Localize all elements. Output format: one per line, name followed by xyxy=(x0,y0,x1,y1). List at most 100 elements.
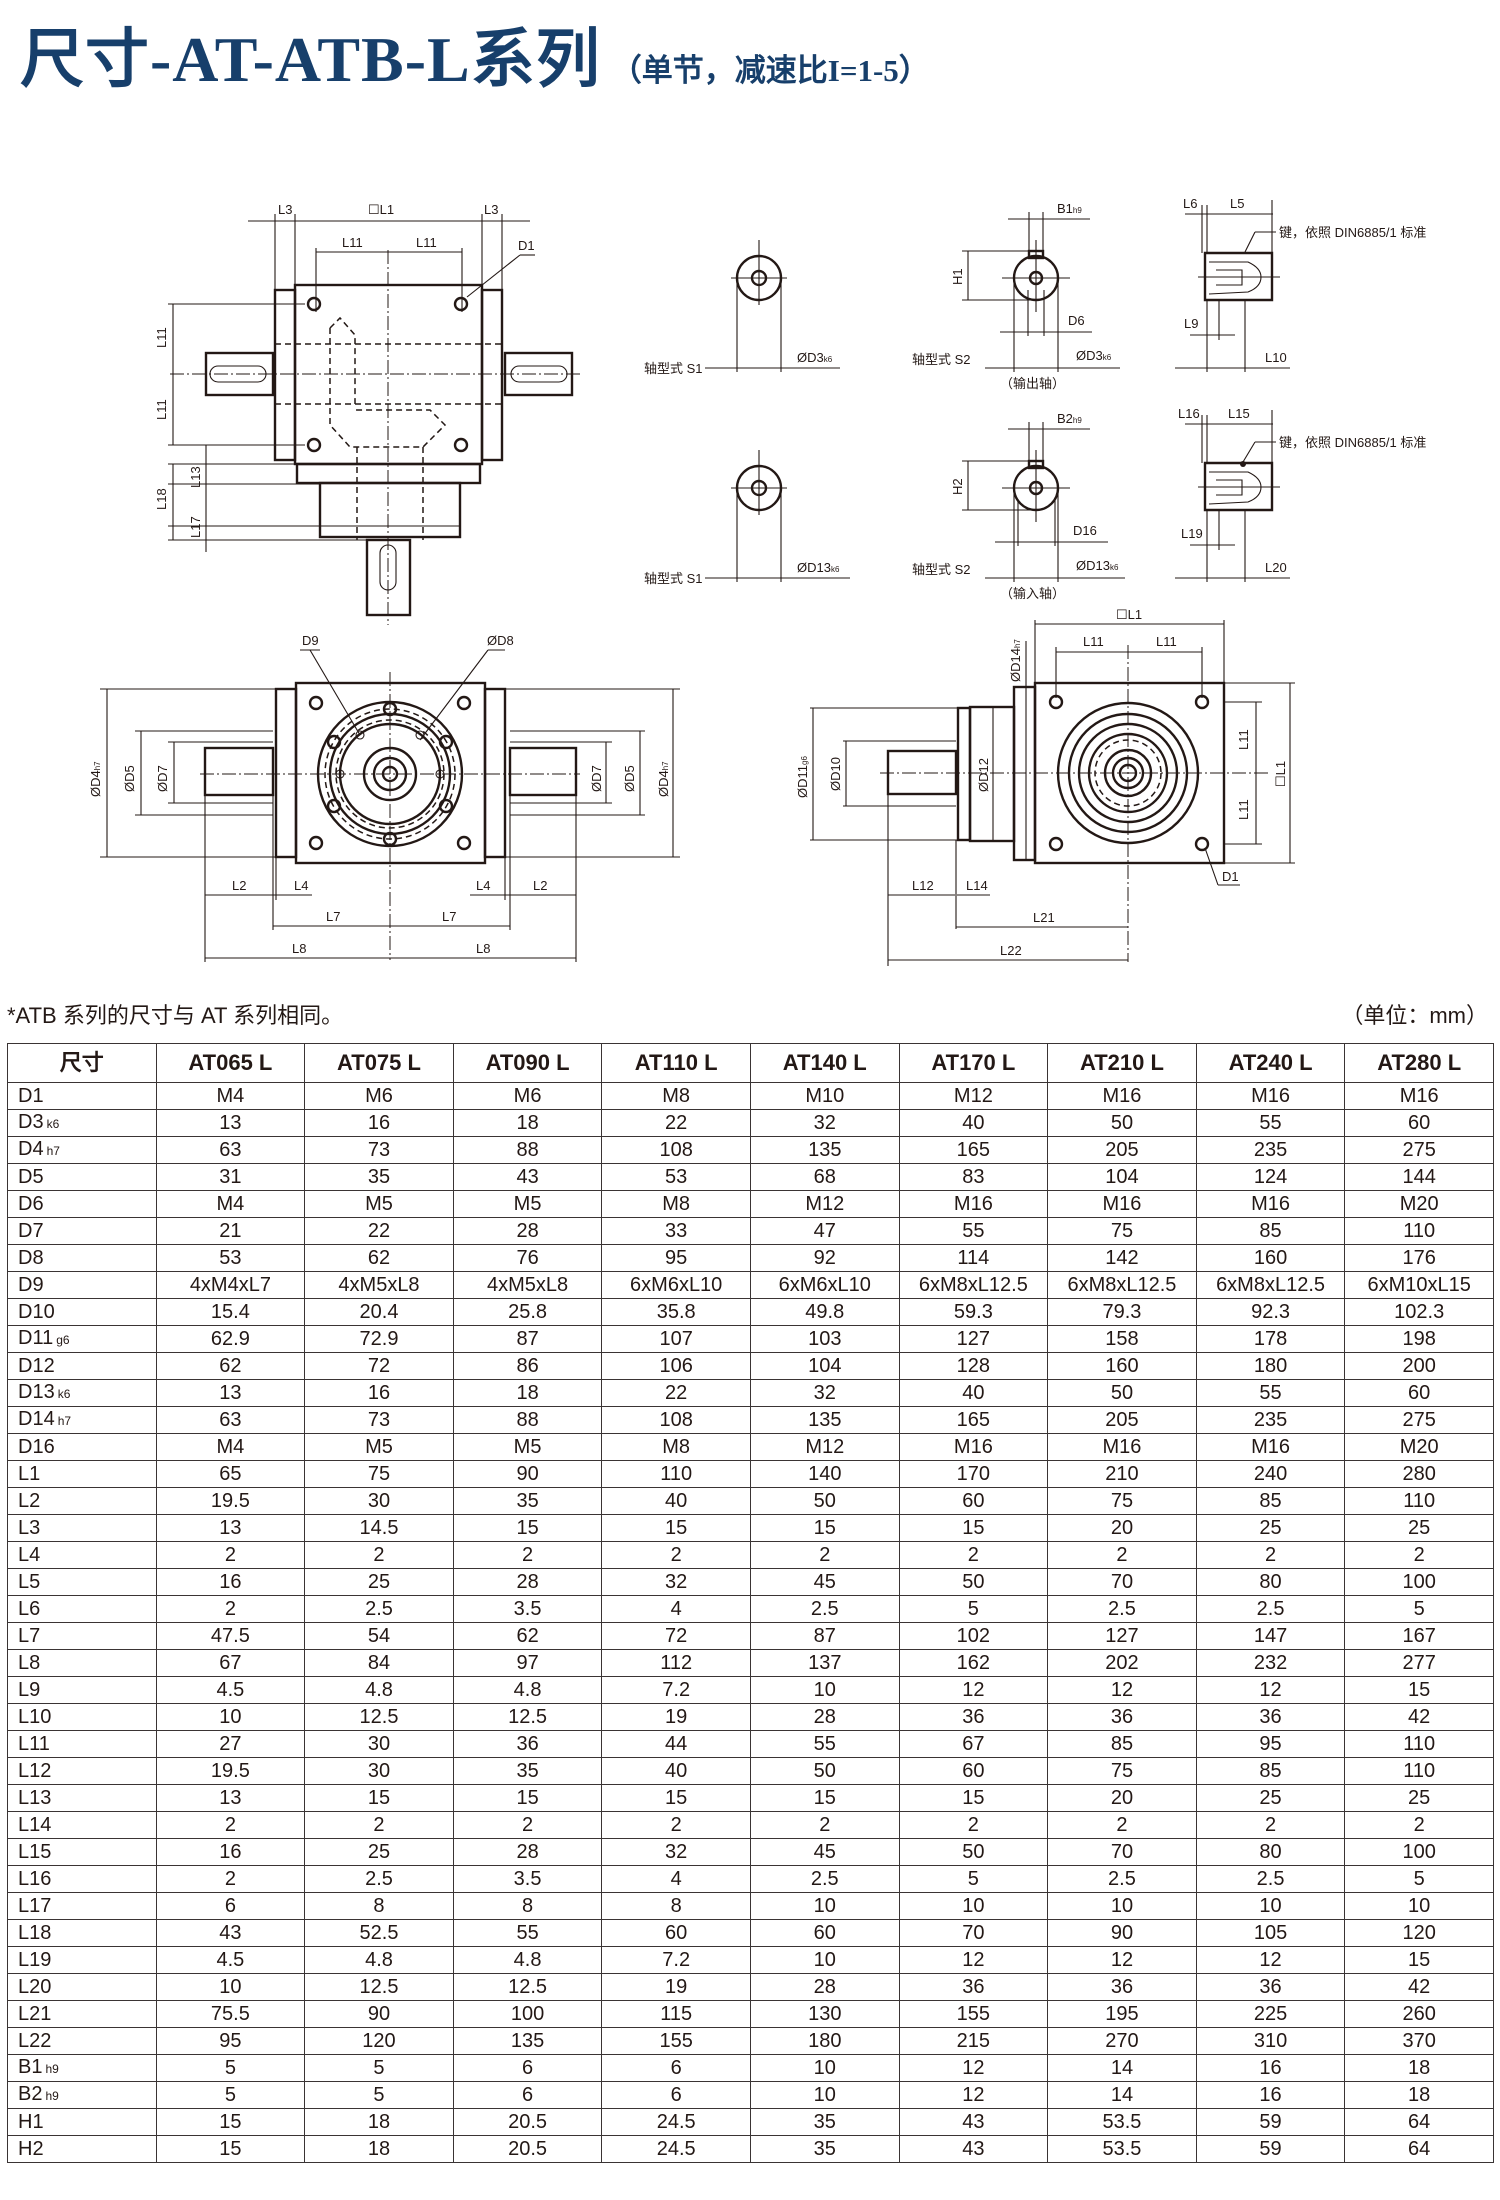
table-cell: 2 xyxy=(155,1541,306,1569)
table-cell: 83 xyxy=(898,1163,1049,1191)
table-cell: 4 xyxy=(601,1595,751,1623)
table-cell: 20.5 xyxy=(452,2108,603,2136)
table-cell: 127 xyxy=(1047,1622,1197,1650)
row-label-text: D12 xyxy=(18,1355,55,1377)
table-cell: 12 xyxy=(898,1676,1049,1704)
table-cell: 15 xyxy=(155,2135,306,2163)
table-cell: 25.8 xyxy=(452,1298,603,1326)
row-label: L20 xyxy=(7,1973,157,2001)
table-cell: 72 xyxy=(304,1352,454,1380)
label-d11: ØD11g6 xyxy=(795,756,810,798)
table-cell: 115 xyxy=(601,2000,751,2028)
label-l15: L15 xyxy=(1228,406,1250,421)
table-cell: 19.5 xyxy=(155,1487,306,1515)
table-cell: 18 xyxy=(1344,2054,1494,2082)
table-cell: M16 xyxy=(1047,1082,1197,1110)
table-cell: 88 xyxy=(452,1406,603,1434)
table-cell: 60 xyxy=(1344,1379,1494,1407)
table-cell: 15 xyxy=(601,1514,751,1542)
table-cell: 12 xyxy=(898,1946,1049,1974)
table-cell: 95 xyxy=(601,1244,751,1272)
table-cell: 165 xyxy=(898,1406,1049,1434)
row-label-tolerance: h9 xyxy=(45,2062,59,2076)
column-header: AT170 L xyxy=(898,1043,1049,1083)
table-cell: 55 xyxy=(1195,1379,1346,1407)
table-cell: 235 xyxy=(1195,1136,1346,1164)
table-cell: 16 xyxy=(155,1838,306,1866)
table-cell: 6 xyxy=(601,2054,751,2082)
table-cell: 110 xyxy=(601,1460,751,1488)
table-cell: 105 xyxy=(1195,1919,1346,1947)
label-top-l11-v1: L11 xyxy=(1236,729,1251,750)
table-cell: 15 xyxy=(898,1514,1049,1542)
table-cell: M16 xyxy=(1195,1082,1346,1110)
table-cell: 53 xyxy=(601,1163,751,1191)
table-cell: 73 xyxy=(304,1136,454,1164)
row-label-text: L21 xyxy=(18,2003,52,2025)
table-cell: 155 xyxy=(601,2027,751,2055)
table-cell: 7.2 xyxy=(601,1946,751,1974)
table-cell: 205 xyxy=(1047,1136,1197,1164)
table-cell: 18 xyxy=(1344,2081,1494,2109)
table-cell: 18 xyxy=(452,1109,603,1137)
table-cell: 33 xyxy=(601,1217,751,1245)
table-cell: 12 xyxy=(1195,1946,1346,1974)
table-cell: 2 xyxy=(1195,1811,1346,1839)
caption-output-shaft: （输出轴） xyxy=(1000,376,1065,391)
table-cell: 40 xyxy=(601,1757,751,1785)
row-label: L22 xyxy=(7,2027,157,2055)
table-cell: 64 xyxy=(1344,2135,1494,2163)
column-header: AT090 L xyxy=(452,1043,603,1083)
row-label: L1 xyxy=(7,1460,157,1488)
table-cell: 25 xyxy=(304,1568,454,1596)
table-cell: 19.5 xyxy=(155,1757,306,1785)
table-cell: 50 xyxy=(1047,1109,1197,1137)
table-cell: 10 xyxy=(155,1703,306,1731)
table-cell: 2 xyxy=(155,1865,306,1893)
table-cell: 55 xyxy=(1195,1109,1346,1137)
page-title: 尺寸-AT-ATB-L系列（单节，减速比I=1-5） xyxy=(20,8,930,100)
table-cell: 40 xyxy=(898,1379,1049,1407)
label-top-l11-a: L11 xyxy=(1083,634,1104,649)
row-label: L4 xyxy=(7,1541,157,1569)
table-cell: 90 xyxy=(304,2000,454,2028)
table-cell: 100 xyxy=(1344,1568,1494,1596)
table-cell: 43 xyxy=(155,1919,306,1947)
table-cell: 15 xyxy=(304,1784,454,1812)
label-l9: L9 xyxy=(1184,316,1198,331)
table-cell: M16 xyxy=(1344,1082,1494,1110)
row-label-tolerance: h9 xyxy=(45,2089,59,2103)
row-label-text: L14 xyxy=(18,1814,52,1836)
table-cell: 2 xyxy=(304,1541,454,1569)
row-label: L18 xyxy=(7,1919,157,1947)
table-cell: 2 xyxy=(898,1541,1049,1569)
table-cell: 50 xyxy=(898,1838,1049,1866)
table-cell: 27 xyxy=(155,1730,306,1758)
table-corner-header: 尺寸 xyxy=(7,1043,157,1083)
row-label: L13 xyxy=(7,1784,157,1812)
table-cell: 130 xyxy=(749,2000,900,2028)
table-cell: 15 xyxy=(601,1784,751,1812)
row-label: L19 xyxy=(7,1946,157,1974)
table-cell: 4xM4xL7 xyxy=(155,1271,306,1299)
title-main: 尺寸-AT-ATB-L系列 xyxy=(20,24,601,95)
table-cell: 13 xyxy=(155,1109,306,1137)
table-cell: 110 xyxy=(1344,1757,1494,1785)
table-cell: 72 xyxy=(601,1622,751,1650)
label-d12: ØD12 xyxy=(976,758,991,792)
table-cell: 70 xyxy=(1047,1838,1197,1866)
row-label-text: D11 xyxy=(18,1327,54,1349)
table-cell: 43 xyxy=(898,2135,1049,2163)
table-cell: 92 xyxy=(749,1244,900,1272)
row-label: L21 xyxy=(7,2000,157,2028)
